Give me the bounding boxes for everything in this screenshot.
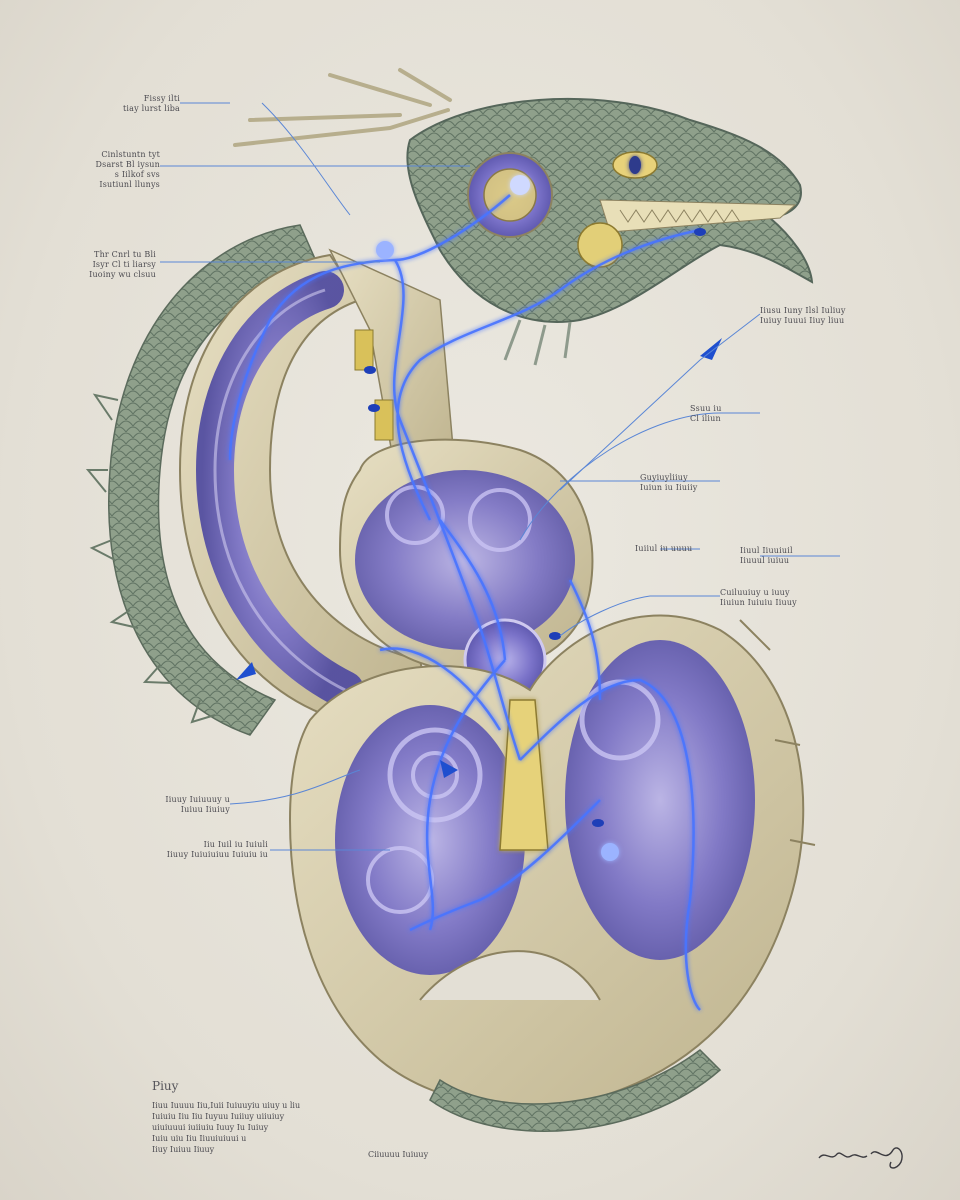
callout-label-1: Fissy ilti tiay lurst liba: [122, 94, 180, 113]
callout-label-2: Cinlstuntn tyt Dsarst Bl iysun s Iilkof …: [95, 150, 160, 189]
energy-nodes: [364, 175, 706, 861]
callout-label-10: Iiuuy Iuiuuuy u Iuiuu Iiuiuy: [165, 795, 230, 814]
notes-title: Piuy: [152, 1079, 179, 1093]
lower-chamber: [288, 614, 816, 1132]
artist-signature: [818, 1147, 903, 1169]
notes-body: Iiuu Iuuuu Iiu,Iuii Iuiuuyiu uiuy u liu …: [152, 1101, 301, 1154]
callout-label-5: Ssuu iu Cl iliun: [690, 404, 722, 423]
tail-scales: [85, 224, 322, 736]
footer-label: Ciiuuuu Iuiuuy: [368, 1150, 429, 1159]
callout-label-3: Thr Cnrl tu Bli Isyr Cl ti liarsy Iuoiny…: [89, 250, 156, 279]
callout-label-7: Iuiiul iu uuuu: [635, 544, 693, 553]
callout-label-6: Guyiuyliiuy Iuiun iu Iiuiiy: [640, 473, 698, 492]
callout-label-4: Iiusu Iuny Ilsl Iuliuy Iuiuy Iuuui Iiuy …: [760, 306, 846, 325]
callout-label-9: Cuiluuiuy u iuuy Iiuiun Iuiuiu Iiuuy: [720, 588, 797, 607]
callout-label-8: Iiuul Iiuuiuil Iiuuul iuiuu: [740, 546, 793, 565]
callout-leader-lines: [160, 102, 840, 851]
direction-arrows: [236, 338, 722, 778]
energy-channels: [228, 194, 701, 1011]
callout-label-11: Iiu Iuil iu Iuiuli Iiuuy Iuiuiuiuu Iuiui…: [166, 840, 268, 859]
